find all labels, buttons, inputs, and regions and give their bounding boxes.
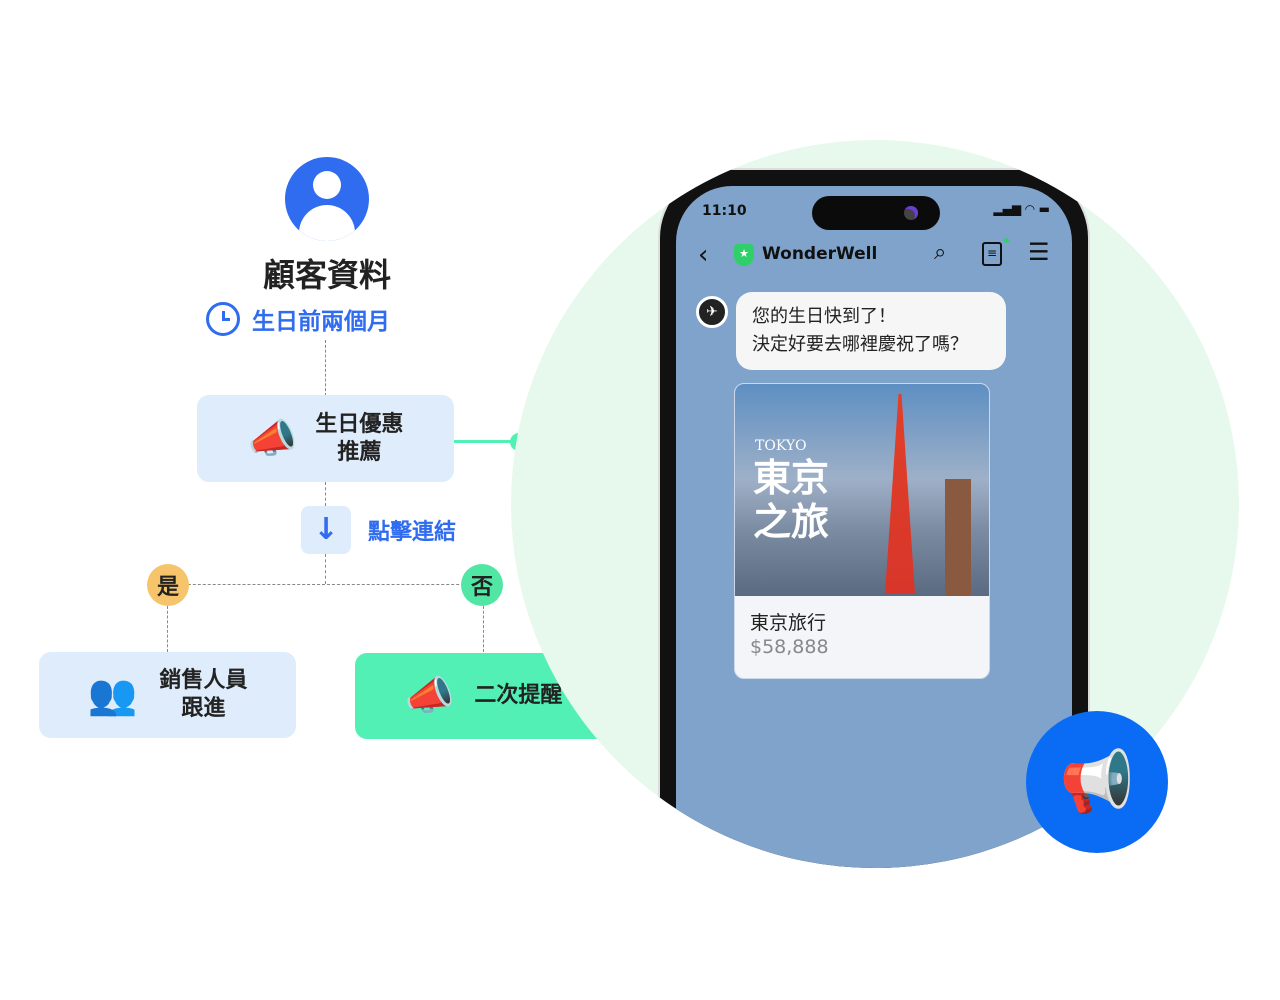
card-title: 東京旅行	[750, 612, 827, 634]
megaphone-icon: 📣	[247, 415, 298, 462]
phone: 11:10 ▂▄▆ ◠ ▬ ‹ ★ WonderWell ⌕ ≡ ☰ ✈ 您的生…	[658, 168, 1090, 868]
dynamic-island	[812, 196, 940, 230]
customer-avatar-icon	[285, 157, 369, 241]
search-icon[interactable]: ⌕	[934, 240, 947, 265]
message-line: 決定好要去哪裡慶祝了嗎？	[752, 334, 968, 355]
verified-shield-icon: ★	[734, 244, 754, 266]
card-price: $58,888	[750, 636, 829, 658]
tokyo-image: TOKYO 東京 之旅	[735, 384, 989, 596]
overlay-en: TOKYO	[755, 438, 807, 454]
clock-icon	[206, 302, 240, 336]
node-label: 生日優惠	[315, 411, 404, 437]
bot-avatar: ✈	[696, 296, 728, 328]
condition-label: 點擊連結	[368, 520, 457, 545]
back-icon[interactable]: ‹	[698, 240, 709, 270]
trigger: 生日前兩個月	[206, 302, 390, 336]
product-card[interactable]: TOKYO 東京 之旅 東京旅行 $58,888	[734, 383, 990, 679]
yes-badge: 是	[147, 564, 189, 606]
broadcast-megaphone-icon: 📢	[1026, 711, 1168, 853]
notes-icon[interactable]: ≡	[982, 242, 1002, 266]
trigger-label: 生日前兩個月	[252, 309, 390, 335]
chat-header: ‹ ★ WonderWell ⌕ ≡ ☰	[676, 238, 1072, 278]
node-label: 二次提醒	[474, 683, 563, 708]
status-icons: ▂▄▆ ◠ ▬	[993, 202, 1050, 216]
node-label: 推薦	[337, 439, 382, 465]
overlay-line: 東京	[753, 456, 830, 500]
sales-followup-node[interactable]: 👥 銷售人員跟進	[39, 652, 296, 738]
app-name: WonderWell	[762, 244, 878, 264]
flow-title: 顧客資料	[262, 256, 391, 294]
message-bubble: 您的生日快到了！ 決定好要去哪裡慶祝了嗎？	[736, 292, 1006, 370]
overlay-zh: 東京 之旅	[753, 456, 829, 544]
users-icon: 👥	[87, 672, 138, 718]
no-badge: 否	[461, 564, 503, 606]
node-label: 跟進	[181, 696, 226, 721]
menu-icon[interactable]: ☰	[1028, 238, 1050, 266]
status-time: 11:10	[702, 203, 747, 219]
phone-screen: 11:10 ▂▄▆ ◠ ▬ ‹ ★ WonderWell ⌕ ≡ ☰ ✈ 您的生…	[676, 186, 1072, 868]
node-label: 銷售人員	[159, 668, 248, 693]
arrow-down-icon: ↓	[301, 506, 351, 554]
megaphone-icon: 📣	[404, 673, 455, 719]
message-line: 您的生日快到了！	[752, 306, 896, 327]
overlay-line: 之旅	[753, 500, 830, 544]
birthday-offer-node[interactable]: 📣 生日優惠推薦	[197, 395, 454, 482]
